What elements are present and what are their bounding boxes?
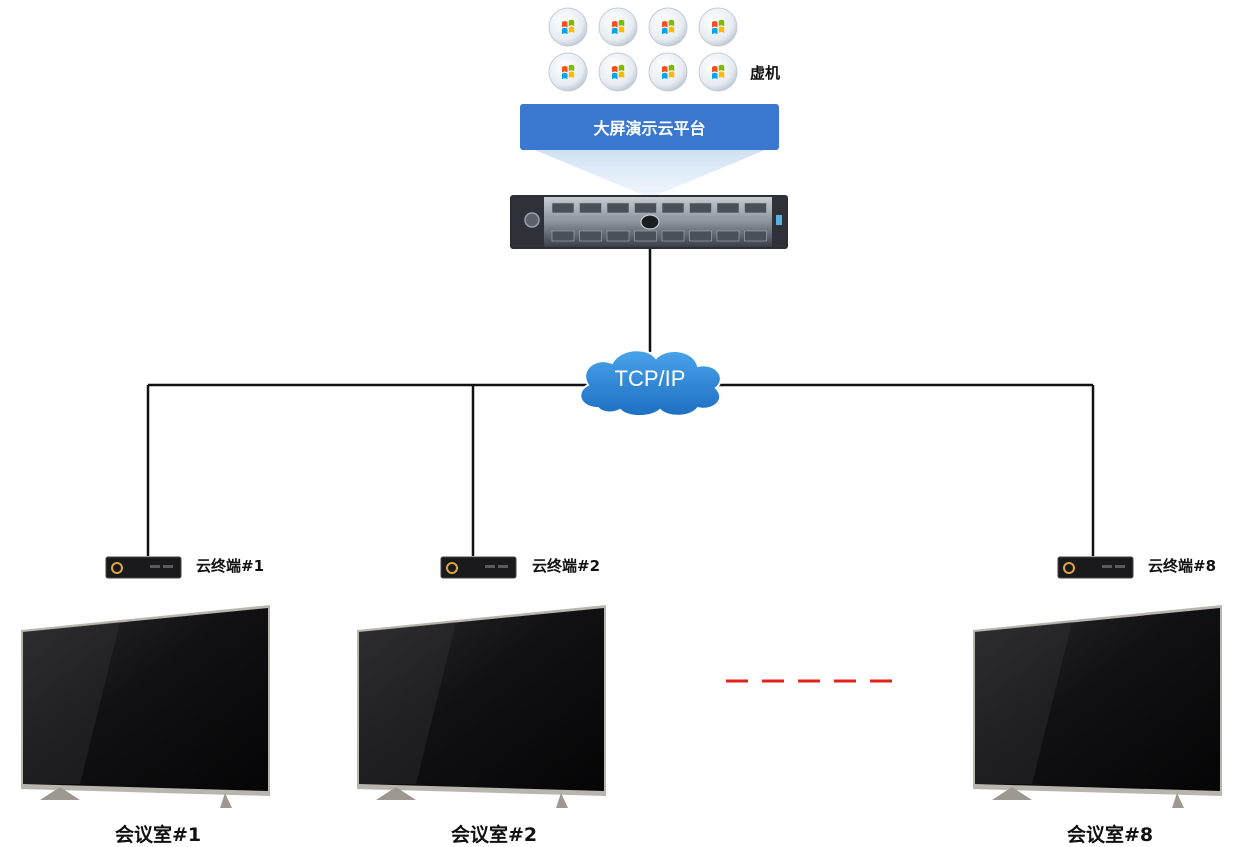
windows-logo-icon	[648, 52, 688, 92]
tv-screen-icon	[357, 605, 606, 808]
windows-logo-icon	[548, 7, 588, 47]
windows-logo-icon	[648, 7, 688, 47]
platform-label: 大屏演示云平台	[593, 119, 706, 138]
mini-pc-icon	[105, 556, 182, 579]
tv-screen-icon	[21, 605, 270, 808]
rack-server-icon	[510, 195, 788, 249]
vm-icon-group	[548, 7, 738, 92]
room-label-2: 会议室#2	[451, 824, 538, 846]
tv-screen-icon	[973, 605, 1222, 808]
windows-logo-icon	[598, 7, 638, 47]
windows-logo-icon	[698, 52, 738, 92]
windows-logo-icon	[598, 52, 638, 92]
cloud-icon	[579, 349, 722, 417]
room-label-1: 会议室#1	[115, 824, 202, 846]
vm-label: 虚机	[750, 64, 781, 82]
room-label-8: 会议室#8	[1067, 824, 1154, 846]
windows-logo-icon	[698, 7, 738, 47]
terminal-label-2: 云终端#2	[532, 557, 601, 575]
terminal-label-1: 云终端#1	[196, 557, 265, 575]
windows-logo-icon	[548, 52, 588, 92]
platform-box: 大屏演示云平台	[520, 104, 779, 150]
network-label: TCP/IP	[615, 366, 686, 391]
projection-beam	[535, 150, 765, 198]
terminal-label-8: 云终端#8	[1148, 557, 1217, 575]
mini-pc-icon	[1057, 556, 1134, 579]
mini-pc-icon	[440, 556, 517, 579]
